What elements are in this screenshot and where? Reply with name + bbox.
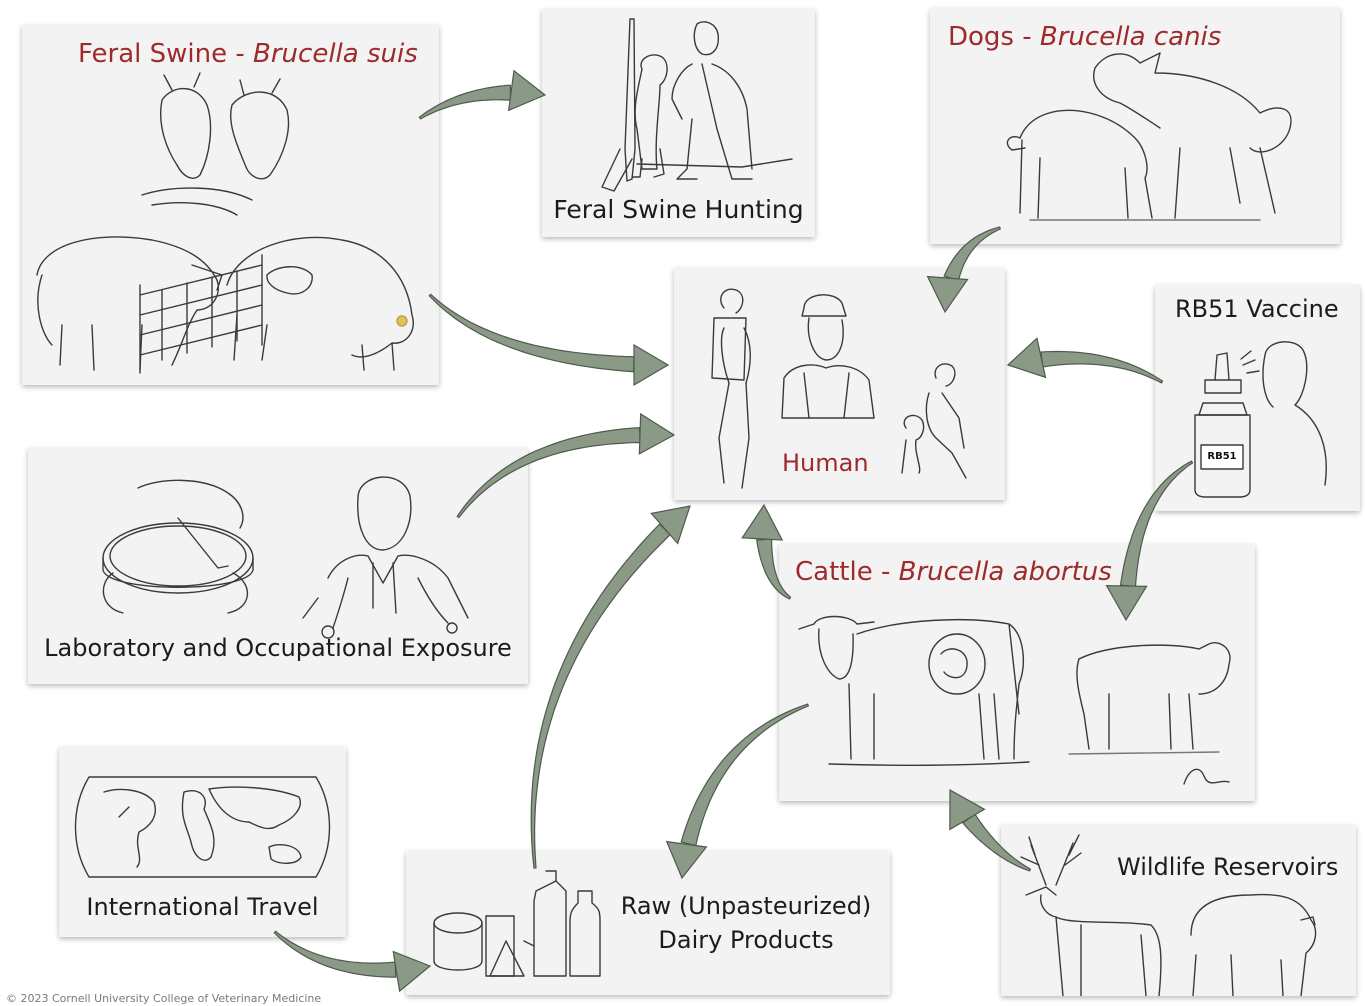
wildlife-panel: Wildlife Reservoirs	[1001, 825, 1356, 996]
title-separator: -	[227, 39, 254, 69]
title-separator: -	[872, 557, 899, 587]
arrow-head	[633, 343, 670, 387]
dogs-illustration	[1006, 52, 1292, 221]
arrow-head	[1006, 337, 1047, 379]
dogs-title: Dogs - Brucella canis	[948, 22, 1221, 53]
copyright-footer: © 2023 Cornell University College of Vet…	[6, 992, 322, 1005]
travel-panel: International Travel	[59, 747, 346, 937]
feral-swine-name: Feral Swine	[78, 39, 228, 69]
hunting-illustration	[601, 18, 793, 192]
human-label: Human	[782, 449, 869, 477]
wildlife-illustration	[1020, 834, 1317, 996]
title-separator: -	[1013, 22, 1040, 52]
arrow-head	[741, 503, 784, 541]
cattle-species: Brucella abortus	[898, 557, 1112, 587]
feral-swine-panel: Feral Swine - Brucella suis	[22, 25, 439, 385]
lab-label: Laboratory and Occupational Exposure	[44, 634, 512, 662]
vaccine-illustration	[1194, 341, 1327, 498]
vaccine-label: RB51 Vaccine	[1175, 295, 1339, 323]
dairy-panel: Raw (Unpasteurized) Dairy Products	[406, 851, 890, 995]
human-panel: Human	[674, 268, 1005, 500]
lab-illustration	[102, 476, 469, 639]
feral-swine-species: Brucella suis	[253, 39, 418, 69]
lab-panel: Laboratory and Occupational Exposure	[28, 448, 528, 684]
cattle-name: Cattle	[795, 557, 873, 587]
arrow-head	[507, 69, 547, 112]
arrow-body	[428, 293, 635, 373]
dogs-name: Dogs	[948, 22, 1014, 52]
human-illustration	[711, 288, 967, 489]
dairy-label-line1: Raw (Unpasteurized)	[620, 892, 872, 920]
cattle-title: Cattle - Brucella abortus	[795, 557, 1112, 588]
arrow-head	[638, 412, 676, 455]
travel-label: International Travel	[86, 893, 319, 921]
dogs-panel: Dogs - Brucella canis	[930, 8, 1340, 244]
vaccine-panel: RB51 Vaccine RB51	[1155, 285, 1360, 511]
arrow-body	[273, 930, 397, 978]
cattle-panel: Cattle - Brucella abortus	[779, 544, 1255, 801]
dairy-label-line2: Dairy Products	[658, 926, 834, 954]
hunting-label: Feral Swine Hunting	[553, 195, 804, 224]
dogs-species: Brucella canis	[1039, 22, 1222, 52]
arrow-head	[650, 505, 691, 545]
vaccine-bottle-text: RB51	[1207, 451, 1237, 462]
arrow-vaccine-to-human	[1006, 337, 1164, 384]
arrow-body	[530, 523, 671, 869]
cattle-illustration	[798, 615, 1231, 785]
dairy-illustration	[433, 870, 601, 977]
arrow-swine-to-human	[428, 293, 670, 387]
world-map-illustration	[74, 776, 331, 878]
arrow-body	[1040, 350, 1164, 384]
feral-swine-illustration	[36, 72, 414, 374]
arrow-dairy-to-human	[530, 505, 691, 869]
wildlife-label: Wildlife Reservoirs	[1117, 853, 1339, 881]
hunting-panel: Feral Swine Hunting	[542, 9, 815, 237]
feral-swine-title: Feral Swine - Brucella suis	[78, 39, 418, 70]
